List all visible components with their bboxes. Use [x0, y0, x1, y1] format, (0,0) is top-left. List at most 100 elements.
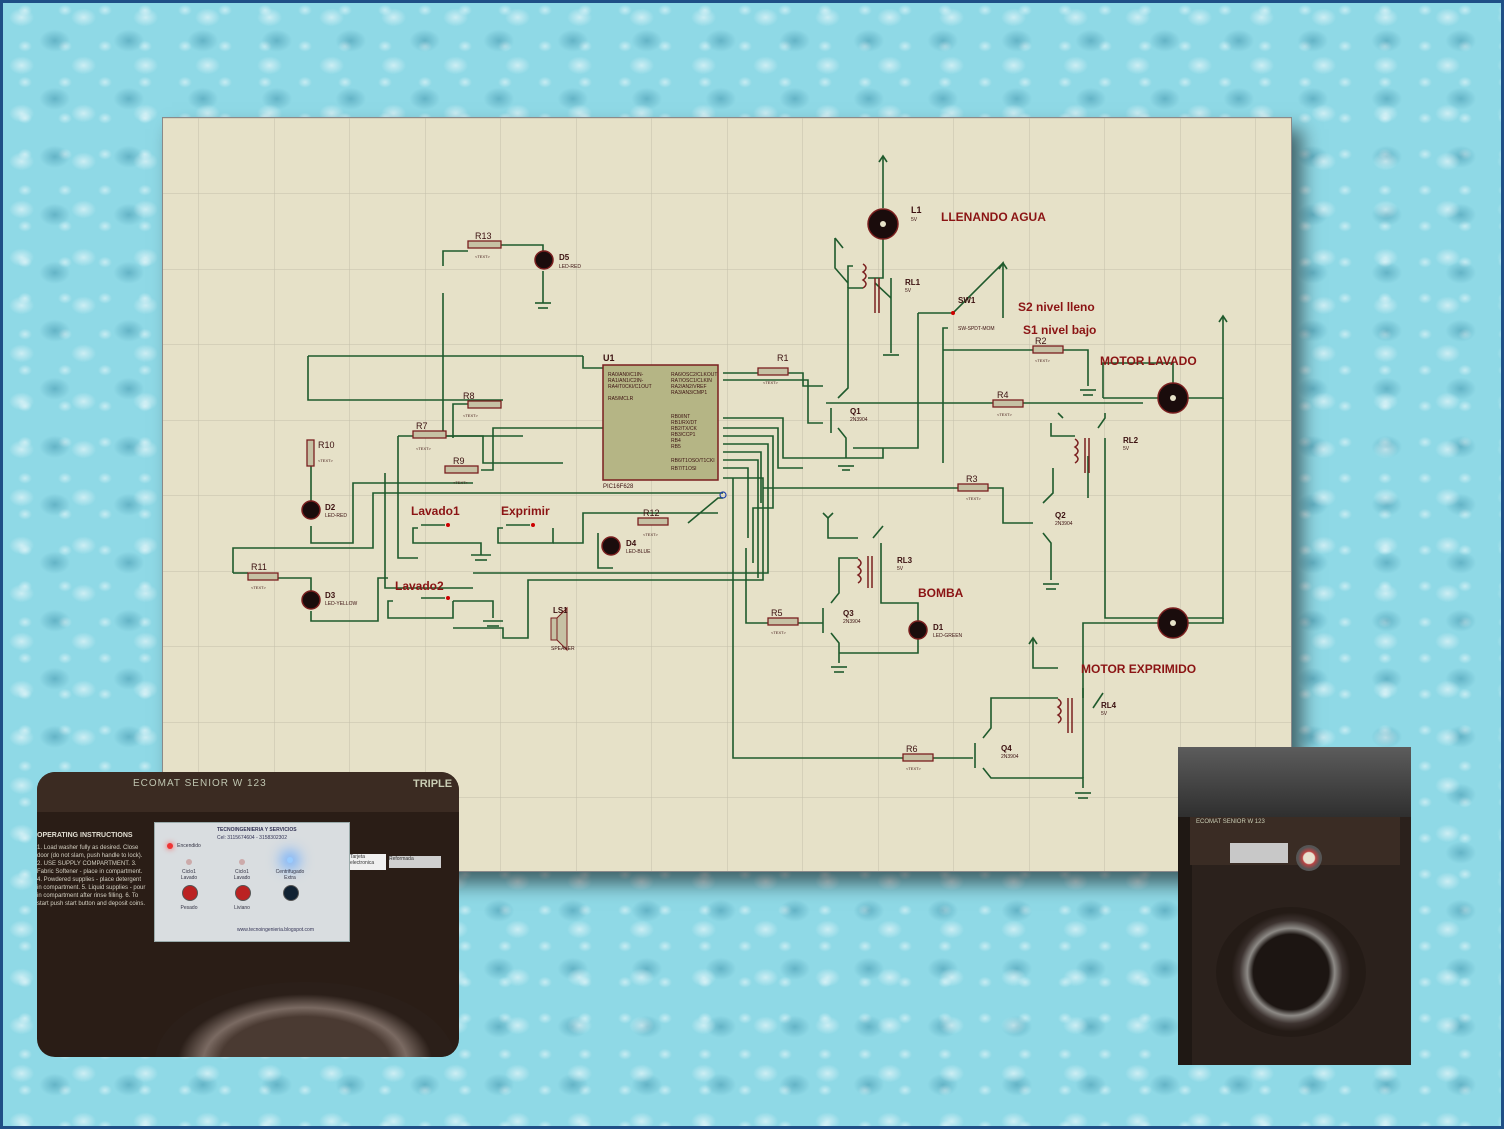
r6-text-tag: <TEXT>: [906, 766, 922, 771]
instructions-title: OPERATING INSTRUCTIONS: [37, 832, 133, 839]
q1-part: 2N3904: [850, 417, 868, 423]
spin-led: [287, 857, 293, 863]
rl3-coil: [856, 558, 862, 584]
label-exprimir: Exprimir: [501, 504, 550, 518]
rl1-value: 5V: [905, 288, 912, 294]
u1-pin-right-11: RB7/T1OSI: [671, 466, 697, 472]
rl4-label: RL4: [1101, 701, 1117, 710]
cycle2-button: [235, 885, 251, 901]
d1-led: [908, 620, 928, 640]
r11-text-tag: <TEXT>: [251, 585, 267, 590]
label-lavado2: Lavado2: [395, 579, 444, 593]
btn1-label-top: Ciclo1: [182, 869, 196, 875]
btn3-label-mid: Extra: [284, 875, 296, 881]
label-motor-exprimido: MOTOR EXPRIMIDO: [1081, 662, 1196, 676]
label-s1-nivel-bajo: S1 nivel bajo: [1023, 323, 1096, 337]
cycle2-led: [239, 859, 245, 865]
r7-label: R7: [416, 421, 428, 431]
d5-label: D5: [559, 253, 570, 262]
u1-pin-right-2: RA2/AN2/VREF: [671, 384, 707, 390]
u1-pin-left-2: RA4/T0CKI/C1OUT: [608, 384, 652, 390]
schematic-canvas: U1 PIC16F628 RA0/AN0/C1IN- RA1/AN1/C2IN-…: [162, 117, 1292, 872]
label-llenando-agua: LLENANDO AGUA: [941, 210, 1046, 224]
q2-label: Q2: [1055, 511, 1066, 520]
rl1-coil: [861, 263, 867, 289]
sticker-tag2: Reformada: [389, 856, 441, 868]
r9-label: R9: [453, 456, 465, 466]
btn1-label-mid: Lavado: [180, 875, 198, 881]
btn1-label-bottom: Pesado: [180, 905, 198, 911]
r13-label: R13: [475, 231, 492, 241]
r1-text-tag: <TEXT>: [763, 380, 779, 385]
u1-pin-left-3: RA5/MCLR: [608, 396, 634, 402]
sticker-tag: Tarjeta electronica: [350, 854, 386, 870]
washer-brand-triple: TRIPLE: [413, 778, 453, 790]
label-s2-nivel-lleno: S2 nivel lleno: [1018, 300, 1095, 314]
speaker-ls1: LS1 SPEAKER: [550, 606, 575, 652]
l1-label: L1: [911, 205, 922, 215]
d4-label: D4: [626, 539, 637, 548]
q4-part: 2N3904: [1001, 754, 1019, 760]
u1-pin-right-7: RB3/CCP1: [671, 432, 696, 438]
r3-text-tag: <TEXT>: [966, 496, 982, 501]
r10-text-tag: <TEXT>: [318, 458, 334, 463]
r12-text-tag: <TEXT>: [643, 532, 659, 537]
r6-label: R6: [906, 744, 918, 754]
q2-part: 2N3904: [1055, 521, 1073, 527]
label-lavado1: Lavado1: [411, 504, 460, 518]
u1-pin-right-4: RB0/INT: [671, 414, 690, 420]
q3-part: 2N3904: [843, 619, 861, 625]
r1-label: R1: [777, 353, 789, 363]
u1-pin-left-1: RA1/AN1/C2IN-: [608, 378, 644, 384]
junction-marker: [719, 491, 727, 499]
schematic-svg: U1 PIC16F628 RA0/AN0/C1IN- RA1/AN1/C2IN-…: [163, 118, 1291, 871]
spin-button: [283, 885, 299, 901]
d2-led: [301, 500, 321, 520]
wires: [232, 154, 1228, 799]
d4-led: [601, 536, 621, 556]
d1-label: D1: [933, 623, 944, 632]
r10-label: R10: [318, 440, 335, 450]
u1-pin-right-6: RB2/TX/CK: [671, 426, 698, 432]
r5-text-tag: <TEXT>: [771, 630, 787, 635]
q3-label: Q3: [843, 609, 854, 618]
power-led-label: Encendido: [177, 843, 201, 849]
u1-pin-right-5: RB1/RX/DT: [671, 420, 697, 426]
r4-text-tag: <TEXT>: [997, 412, 1013, 417]
rl3-label: RL3: [897, 556, 913, 565]
r5-label: R5: [771, 608, 783, 618]
r2-label: R2: [1035, 336, 1047, 346]
machine-door: [1216, 907, 1366, 1037]
l1-value: 5V: [911, 217, 918, 223]
rl4-coil: [1056, 698, 1062, 724]
d4-part: LED-BLUE: [626, 549, 651, 555]
ls1-label: LS1: [553, 606, 568, 615]
control-plate: TECNOINGENIERIA Y SERVICIOS Cel: 3115674…: [154, 822, 350, 942]
lamp-l1: L1 5V: [867, 205, 922, 240]
panel-strip: [37, 772, 459, 812]
u1-label: U1: [603, 353, 615, 363]
d3-label: D3: [325, 591, 336, 600]
d3-part: LED-YELLOW: [325, 601, 358, 607]
photo-washing-machine: ECOMAT SENIOR W 123: [1178, 747, 1411, 1065]
u1-pin-left-0: RA0/AN0/C1IN-: [608, 372, 644, 378]
instructions-text: 1. Load washer fully as desired. Close d…: [37, 845, 146, 907]
rl4-value: 5V: [1101, 711, 1108, 717]
d2-label: D2: [325, 503, 336, 512]
r11-label: R11: [251, 562, 267, 572]
d1-part: LED-GREEN: [933, 633, 963, 639]
d2-part: LED-RED: [325, 513, 347, 519]
washer-drum: [155, 982, 455, 1057]
company-website: www.tecnoingenieria.blogspot.com: [237, 927, 314, 933]
r12-label: R12: [643, 508, 660, 518]
machine-brand: ECOMAT SENIOR W 123: [1196, 819, 1265, 825]
cycle1-led: [186, 859, 192, 865]
u1-part: PIC16F628: [603, 484, 634, 490]
q4-label: Q4: [1001, 744, 1012, 753]
u1-pin-right-0: RA6/OSC2/CLKOUT: [671, 372, 717, 378]
r9-text-tag: <TEXT>: [453, 480, 469, 485]
rl3-value: 5V: [897, 566, 904, 572]
label-bomba: BOMBA: [918, 586, 964, 600]
r8-label: R8: [463, 391, 475, 401]
rl2-value: 5V: [1123, 446, 1130, 452]
